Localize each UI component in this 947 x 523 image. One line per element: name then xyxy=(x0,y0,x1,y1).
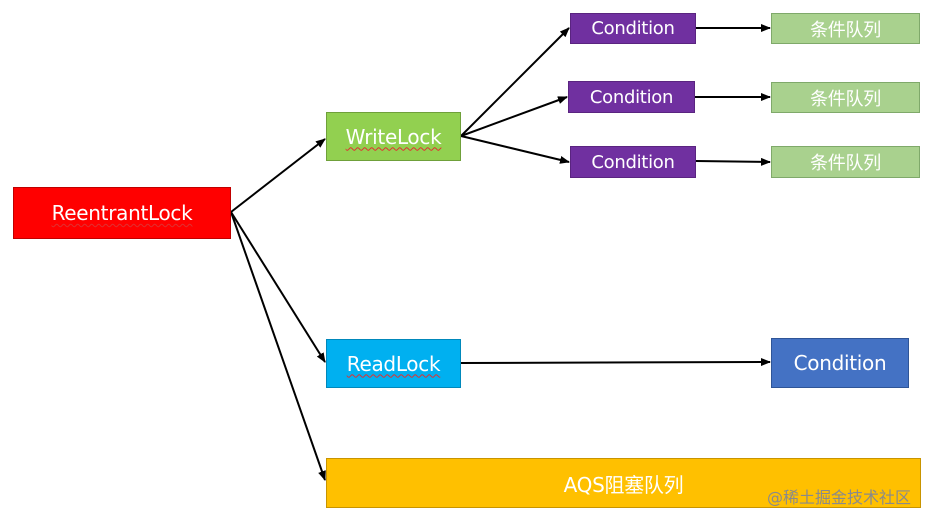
condition-queue-label-1: 条件队列 xyxy=(810,19,881,41)
reentrant-lock-node: ReentrantLock xyxy=(13,187,231,239)
watermark: @稀土掘金技术社区 xyxy=(767,488,912,507)
write-condition-label-1: Condition xyxy=(591,18,675,39)
edge-reentrant-to-writelock xyxy=(230,138,326,213)
edge-condition-3-to-queue-3 xyxy=(695,157,771,166)
condition-queue-node-2: 条件队列 xyxy=(771,82,920,113)
write-lock-label: WriteLock xyxy=(345,124,442,149)
write-condition-label-3: Condition xyxy=(591,151,675,173)
condition-queue-node-3: 条件队列 xyxy=(771,146,920,178)
edge-writelock-to-condition-2 xyxy=(460,96,568,137)
aqs-blocking-queue-node: AQS阻塞队列 xyxy=(326,458,921,508)
write-condition-node-3: Condition xyxy=(570,146,696,178)
write-condition-node-1: Condition xyxy=(570,13,696,44)
read-condition-label: Condition xyxy=(793,351,887,375)
edge-readlock-to-condition xyxy=(460,358,771,367)
read-lock-node: ReadLock xyxy=(326,339,461,388)
reentrant-lock-label: ReentrantLock xyxy=(51,201,193,225)
condition-queue-node-1: 条件队列 xyxy=(771,13,920,44)
condition-queue-label-2: 条件队列 xyxy=(810,88,881,110)
read-condition-node: Condition xyxy=(771,338,909,388)
edge-reentrant-to-aqs xyxy=(230,211,326,481)
write-condition-label-2: Condition xyxy=(589,86,674,108)
read-lock-label: ReadLock xyxy=(346,351,441,376)
edge-writelock-to-condition-1 xyxy=(460,27,570,137)
condition-queue-label-3: 条件队列 xyxy=(810,153,881,174)
write-lock-node: WriteLock xyxy=(326,112,461,161)
edge-reentrant-to-readlock xyxy=(230,211,326,363)
aqs-blocking-queue-label: AQS阻塞队列 xyxy=(563,472,684,497)
write-condition-node-2: Condition xyxy=(568,81,695,113)
edge-writelock-to-condition-3 xyxy=(460,135,570,164)
